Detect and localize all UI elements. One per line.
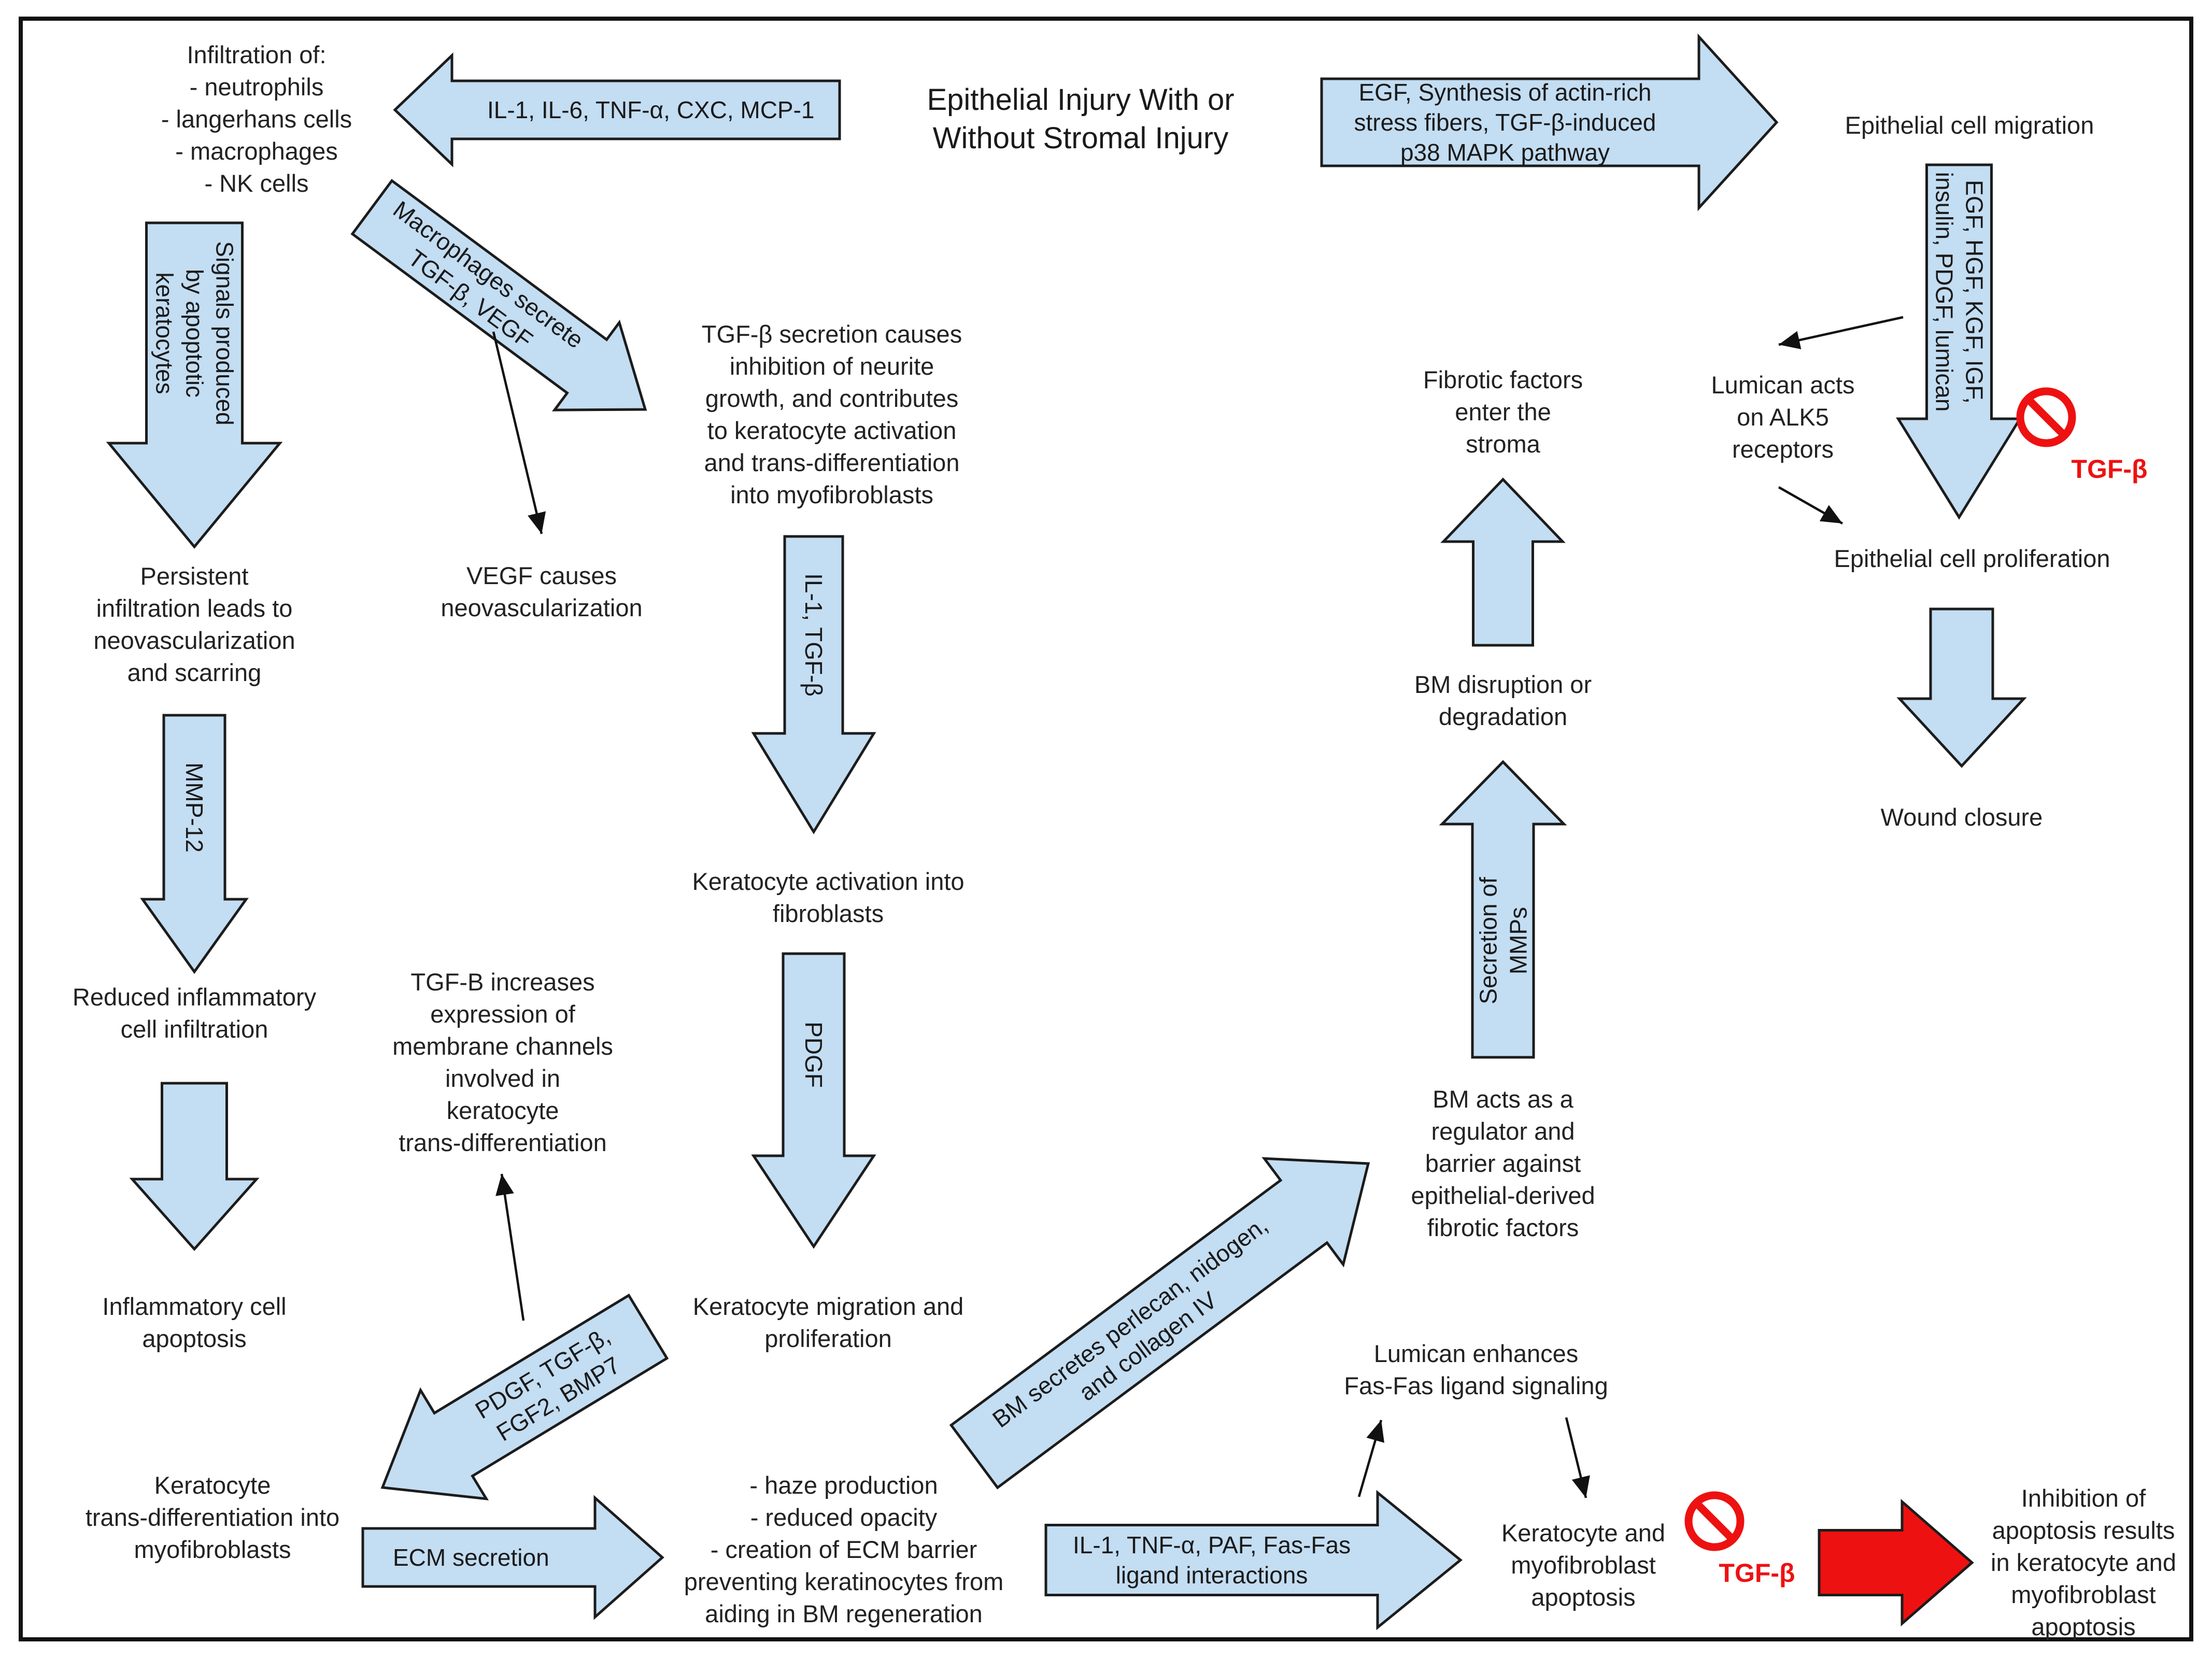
inhibitor-label-bottom: TGF-β xyxy=(1719,1558,1795,1588)
arrow-pdgf-tgfb xyxy=(380,1293,669,1500)
arrow-label-ecm-secretion: ECM secretion xyxy=(393,1544,549,1571)
arrow-label-il1-il6: IL-1, IL-6, TNF-α, CXC, MCP-1 xyxy=(487,96,815,123)
node-infiltration: Infiltration of:- neutrophils- langerhan… xyxy=(161,41,352,197)
arrow-egf-actin xyxy=(1320,33,1779,211)
arrow-label-egf-hgf: EGF, HGF, KGF, IGF,insulin, PDGF, lumica… xyxy=(1930,172,1988,412)
inhibitor-label-top: TGF-β xyxy=(2071,455,2148,484)
arrow-line-lumican-down xyxy=(1778,486,1844,525)
arrow-line-lumican-fas-down xyxy=(1565,1417,1590,1498)
arrow-pdgf xyxy=(751,952,876,1249)
arrow-wound xyxy=(1896,607,2027,768)
node-wound-closure: Wound closure xyxy=(1880,803,2043,831)
arrow-inflammatory-down xyxy=(129,1082,260,1251)
arrow-secretion-mmps xyxy=(1439,760,1567,1059)
arrow-label-il1-tgfb: IL-1, TGF-β xyxy=(800,573,827,697)
arrow-mmp12 xyxy=(140,714,249,974)
arrow-label-mmp12: MMP-12 xyxy=(180,762,208,853)
arrow-line-tgfb-channels xyxy=(495,1173,525,1321)
arrow-il1-tnf-paf xyxy=(1044,1490,1463,1631)
arrow-signals-apoptotic xyxy=(106,221,283,549)
node-epithelial-migration: Epithelial cell migration xyxy=(1845,111,2094,139)
arrow-line-lumican-fas-up xyxy=(1357,1420,1384,1497)
arrow-label-pdgf: PDGF xyxy=(800,1022,827,1088)
prohibition-sign-icon xyxy=(1684,1491,1745,1551)
arrow-egf-hgf xyxy=(1896,163,2022,520)
node-haze-production: - haze production- reduced opacity- crea… xyxy=(684,1471,1004,1627)
arrow-ecm-secretion xyxy=(361,1495,664,1620)
node-epithelial-proliferation: Epithelial cell proliferation xyxy=(1834,545,2110,572)
arrow-red-inhibition xyxy=(1818,1499,1974,1626)
arrow-line-lumican-up xyxy=(1778,316,1904,349)
arrow-il1-tgfb xyxy=(751,535,876,834)
arrow-macrophages xyxy=(350,179,647,412)
arrow-il1-il6 xyxy=(393,52,841,167)
arrow-bm-up-upper xyxy=(1440,477,1566,647)
arrow-bm-secretes xyxy=(949,1157,1370,1490)
arrow-line-vegf xyxy=(492,331,546,534)
prohibition-sign-icon xyxy=(2016,387,2076,447)
